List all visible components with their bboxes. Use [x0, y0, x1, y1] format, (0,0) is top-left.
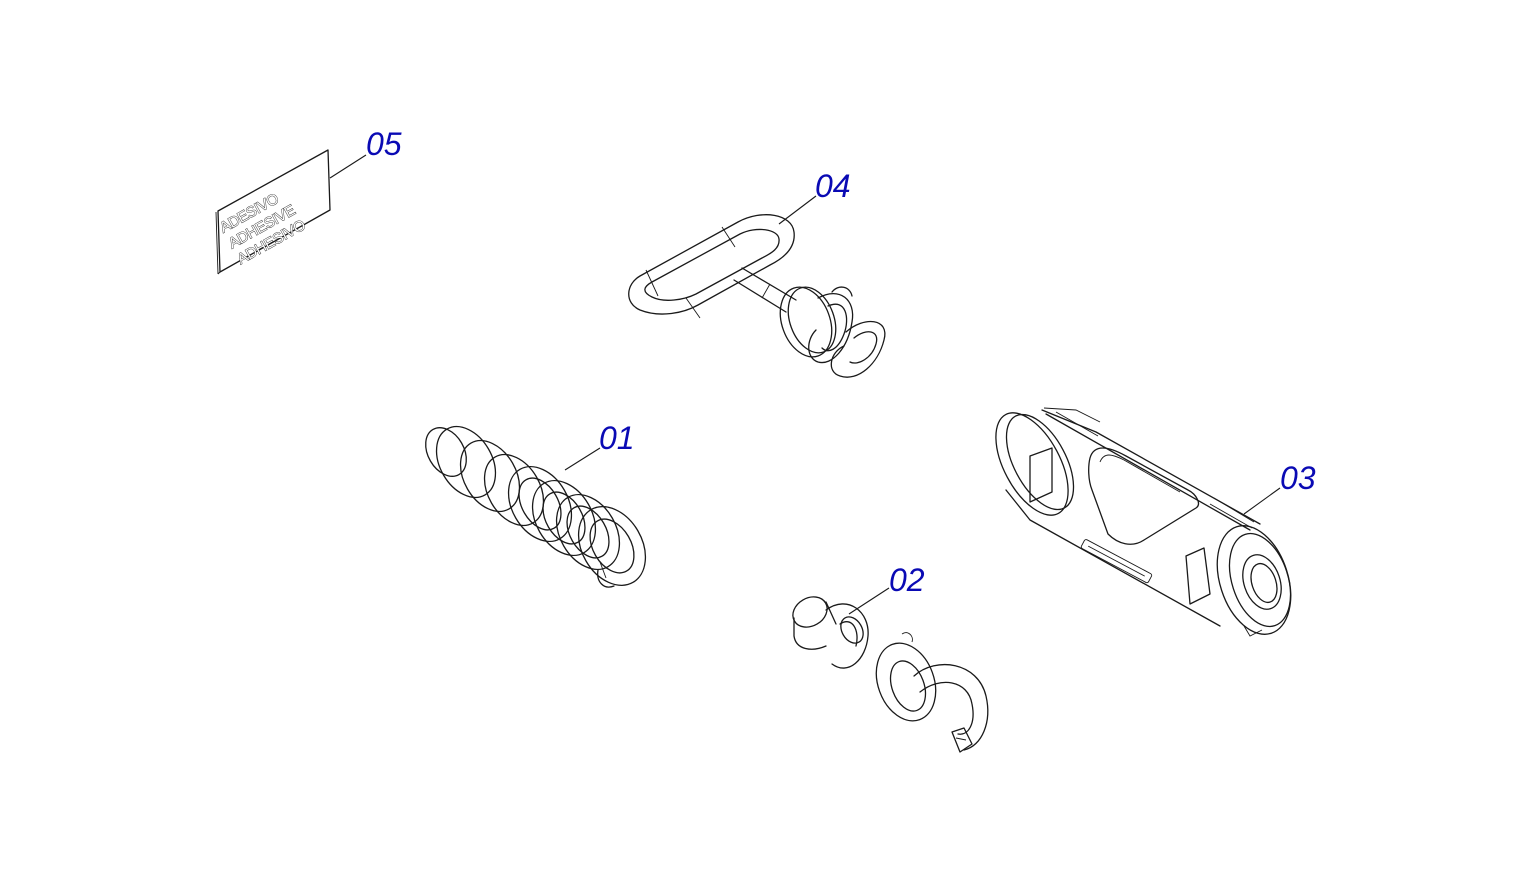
part-label-02: 02: [889, 562, 925, 598]
leader-line-02: [848, 587, 890, 615]
part-04-handle-auger: [628, 214, 886, 378]
leader-line-04: [778, 195, 817, 225]
part-label-01: 01: [599, 420, 635, 456]
leader-line-05: [329, 154, 367, 179]
part-02-auger-spiral: [792, 596, 989, 753]
part-label-05: 05: [366, 126, 402, 162]
part-label-04: 04: [815, 168, 851, 204]
part-05-adhesive-sticker: ADESIVO ADHESIVE ADHESIVO: [215, 149, 331, 275]
leader-line-01: [564, 447, 601, 471]
leader-line-03: [1243, 487, 1281, 515]
part-01-spring: [425, 425, 647, 588]
part-03-housing: [995, 407, 1292, 637]
part-label-03: 03: [1280, 460, 1316, 496]
